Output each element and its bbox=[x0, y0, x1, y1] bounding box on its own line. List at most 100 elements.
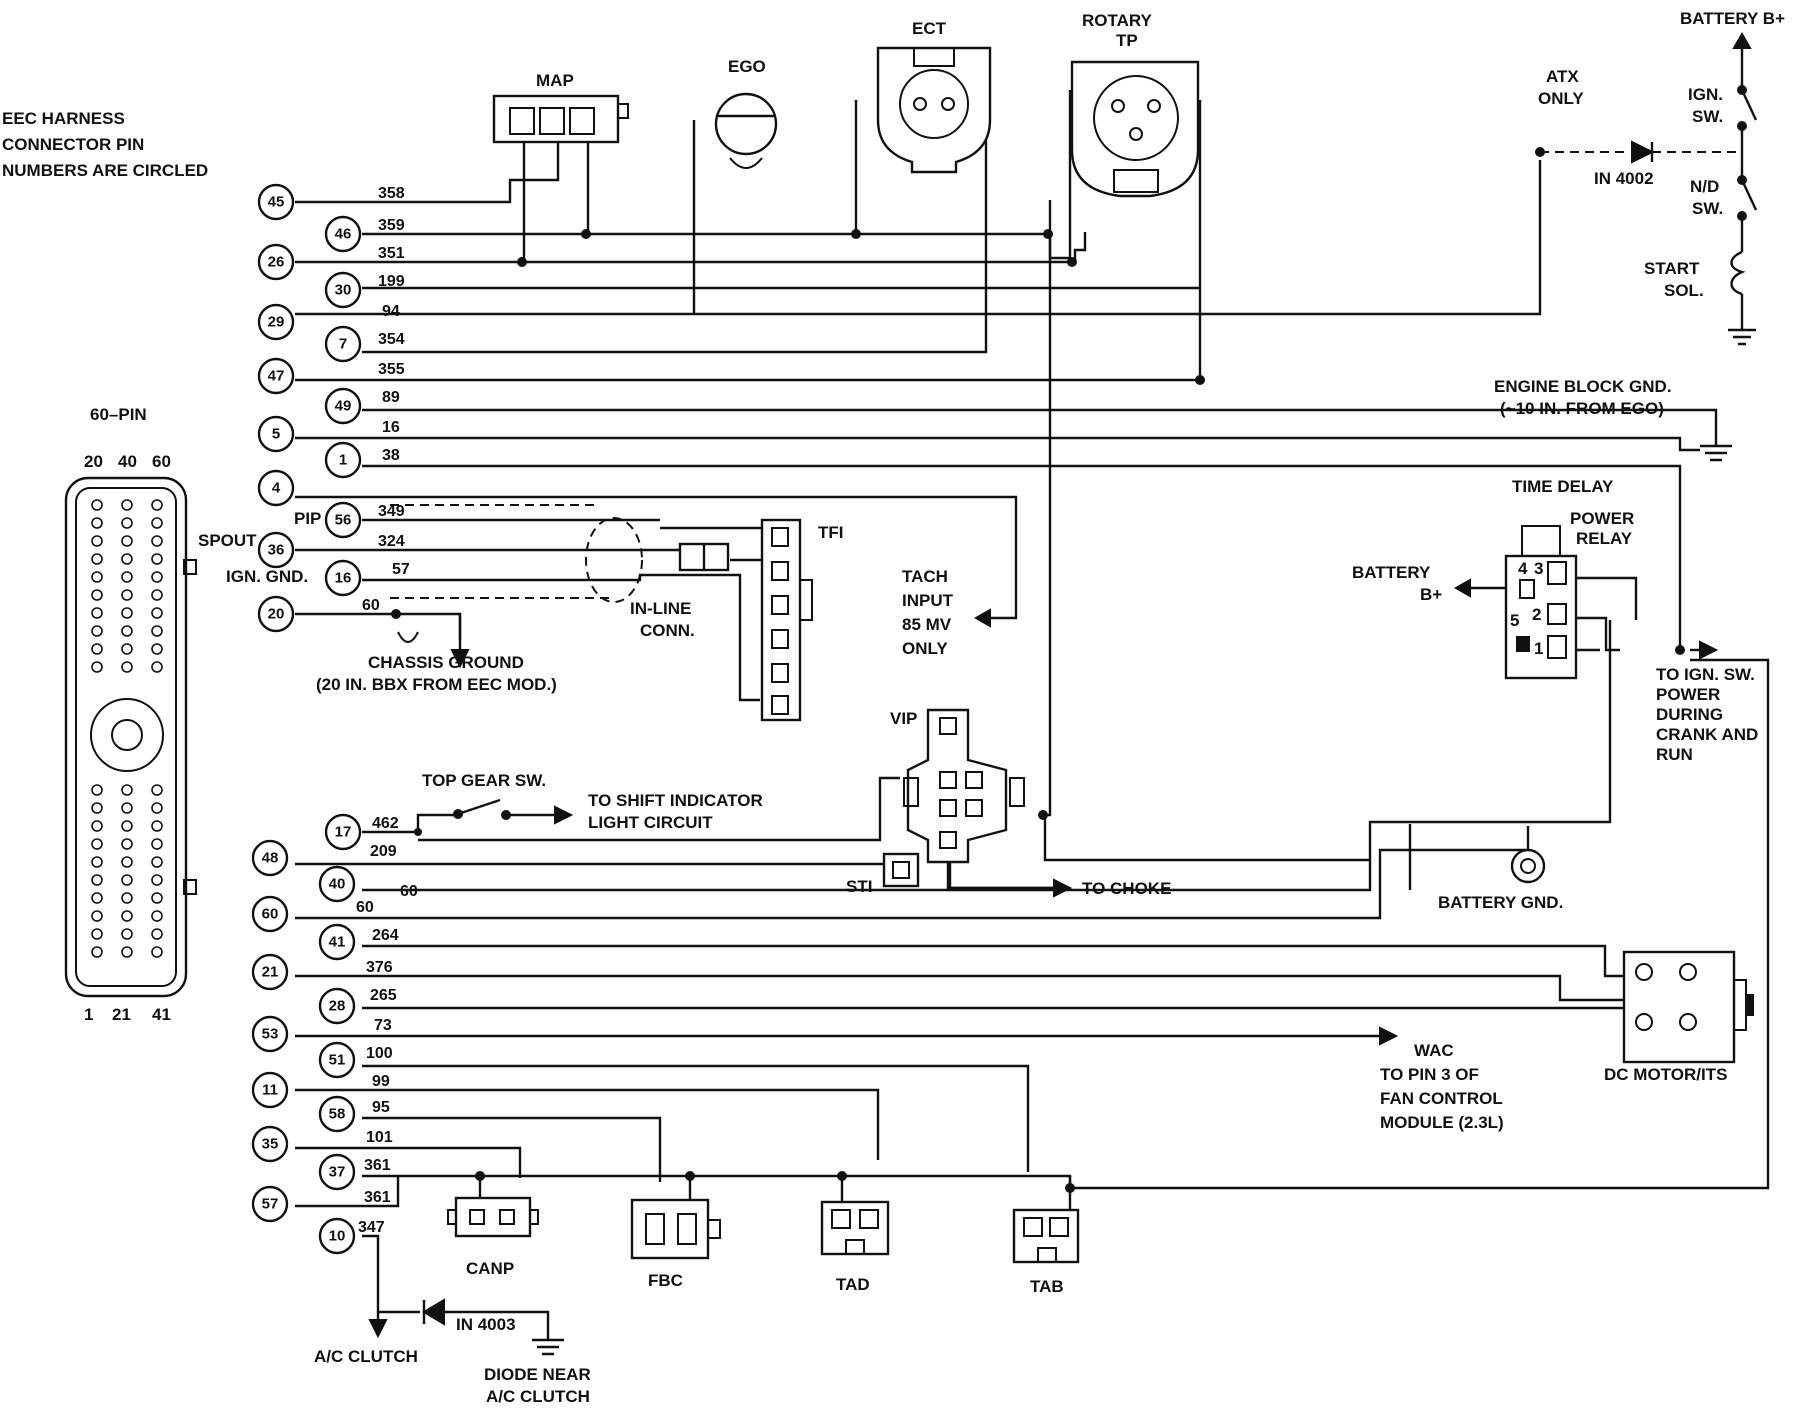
connector-pin-hole bbox=[121, 499, 133, 511]
connector-pin-hole bbox=[121, 820, 133, 832]
tab-label: TAB bbox=[1030, 1277, 1064, 1296]
connector-pin-hole bbox=[91, 820, 103, 832]
connector-pin-hole bbox=[91, 856, 103, 868]
connector-pin-hole bbox=[151, 517, 163, 529]
pip-label: PIP bbox=[294, 509, 321, 528]
to-ign-sw-label-4: CRANK AND bbox=[1656, 725, 1758, 744]
connector-top-60: 60 bbox=[152, 452, 171, 471]
tach-label-4: ONLY bbox=[902, 639, 948, 658]
pin-35: 35 bbox=[251, 1125, 289, 1163]
nd-sw-label-2: SW. bbox=[1692, 199, 1723, 218]
connector-pin-hole bbox=[151, 643, 163, 655]
svg-text:1: 1 bbox=[339, 452, 347, 469]
battery-ground-symbol bbox=[1510, 848, 1546, 884]
tach-label-2: INPUT bbox=[902, 591, 954, 610]
connector-pin-hole bbox=[151, 892, 163, 904]
connector-pin-hole bbox=[151, 589, 163, 601]
tad-label: TAD bbox=[836, 1275, 870, 1294]
connector-pin-hole bbox=[151, 946, 163, 958]
ignition-chain-shape bbox=[1540, 31, 1758, 346]
diode-note-1: DIODE NEAR bbox=[484, 1365, 591, 1384]
svg-text:57: 57 bbox=[262, 1196, 279, 1213]
engine-block-gnd-label-2: (~10 IN. FROM EGO) bbox=[1500, 399, 1664, 418]
fbc-connector-shape bbox=[630, 1198, 721, 1260]
ego-label: EGO bbox=[728, 57, 766, 76]
nd-sw-label-1: N/D bbox=[1690, 177, 1719, 196]
to-ign-sw-label-1: TO IGN. SW. bbox=[1656, 665, 1755, 684]
connector-pin-hole bbox=[121, 856, 133, 868]
connector-pin-hole bbox=[91, 625, 103, 637]
harness-note-line-1: EEC HARNESS bbox=[2, 109, 125, 128]
connector-pin-hole bbox=[91, 910, 103, 922]
connector-pin-hole bbox=[151, 928, 163, 940]
ac-clutch-diode-shape bbox=[368, 1298, 564, 1356]
svg-text:37: 37 bbox=[329, 1164, 346, 1181]
tie-lines bbox=[478, 90, 1530, 1210]
wire-265: 265 bbox=[370, 987, 397, 1004]
connector-pin-hole bbox=[151, 874, 163, 886]
svg-text:26: 26 bbox=[268, 254, 285, 271]
vip-connector-shape bbox=[903, 708, 1073, 898]
pin-41: 41 bbox=[318, 923, 356, 961]
diode-note-2: A/C CLUTCH bbox=[486, 1387, 590, 1406]
svg-text:7: 7 bbox=[339, 336, 347, 353]
pin-45: 45 bbox=[257, 183, 295, 221]
svg-text:58: 58 bbox=[329, 1106, 346, 1123]
wire-57: 57 bbox=[392, 561, 410, 578]
svg-text:35: 35 bbox=[262, 1136, 279, 1153]
wac-note-2: FAN CONTROL bbox=[1380, 1089, 1503, 1108]
connector-pin-hole bbox=[151, 607, 163, 619]
connector-pin-hole bbox=[121, 838, 133, 850]
tad-connector-shape bbox=[820, 1200, 890, 1256]
connector-pin-hole bbox=[121, 874, 133, 886]
ego-sensor-shape bbox=[714, 92, 778, 169]
wire-16: 16 bbox=[382, 419, 400, 436]
relay-pin-4: 4 bbox=[1518, 559, 1528, 578]
wac-note-3: MODULE (2.3L) bbox=[1380, 1113, 1504, 1132]
wire-60-pin60: 60 bbox=[356, 899, 374, 916]
rotary-tp-label-2: TP bbox=[1116, 31, 1138, 50]
wac-label: WAC bbox=[1414, 1041, 1454, 1060]
svg-text:29: 29 bbox=[268, 314, 285, 331]
svg-text:21: 21 bbox=[262, 964, 279, 981]
rotary-tp-label-1: ROTARY bbox=[1082, 11, 1153, 30]
pin-58: 58 bbox=[318, 1095, 356, 1133]
pin-60: 60 bbox=[251, 895, 289, 933]
connector-pin-hole bbox=[151, 820, 163, 832]
svg-text:5: 5 bbox=[272, 426, 280, 443]
wire-60-pin40: 60 bbox=[400, 883, 418, 900]
svg-text:4: 4 bbox=[272, 480, 281, 497]
time-delay-label: TIME DELAY bbox=[1512, 477, 1614, 496]
connector-pin-hole bbox=[151, 838, 163, 850]
sixty-pin-connector-shape bbox=[64, 476, 197, 998]
junction-dots bbox=[391, 147, 1685, 1193]
wire-94: 94 bbox=[382, 303, 400, 320]
connector-title: 60–PIN bbox=[90, 405, 147, 424]
to-ign-sw-label-2: POWER bbox=[1656, 685, 1720, 704]
shift-indicator-label-2: LIGHT CIRCUIT bbox=[588, 813, 713, 832]
relay-pin-1: 1 bbox=[1534, 639, 1543, 658]
pin-29: 29 bbox=[257, 303, 295, 341]
connector-pin-hole bbox=[121, 910, 133, 922]
connector-pin-hole bbox=[91, 589, 103, 601]
connector-pin-hole bbox=[91, 838, 103, 850]
atx-label-1: ATX bbox=[1546, 67, 1579, 86]
svg-text:17: 17 bbox=[335, 824, 352, 841]
ign-sw-label-2: SW. bbox=[1692, 107, 1723, 126]
chassis-ground-label-1: CHASSIS GROUND bbox=[368, 653, 524, 672]
connector-top-40: 40 bbox=[118, 452, 137, 471]
svg-text:16: 16 bbox=[335, 570, 352, 587]
connector-pin-hole bbox=[121, 892, 133, 904]
connector-pin-hole bbox=[121, 589, 133, 601]
connector-pin-hole bbox=[121, 946, 133, 958]
pin-48: 48 bbox=[251, 839, 289, 877]
svg-text:46: 46 bbox=[335, 226, 352, 243]
wire-462: 462 bbox=[372, 815, 399, 832]
harness-note-line-2: CONNECTOR PIN bbox=[2, 135, 144, 154]
connector-pin-hole bbox=[91, 802, 103, 814]
pin-4: 4 bbox=[257, 469, 295, 507]
connector-pin-hole bbox=[91, 571, 103, 583]
connector-bottom-1: 1 bbox=[84, 1005, 93, 1024]
connector-pin-hole bbox=[91, 607, 103, 619]
